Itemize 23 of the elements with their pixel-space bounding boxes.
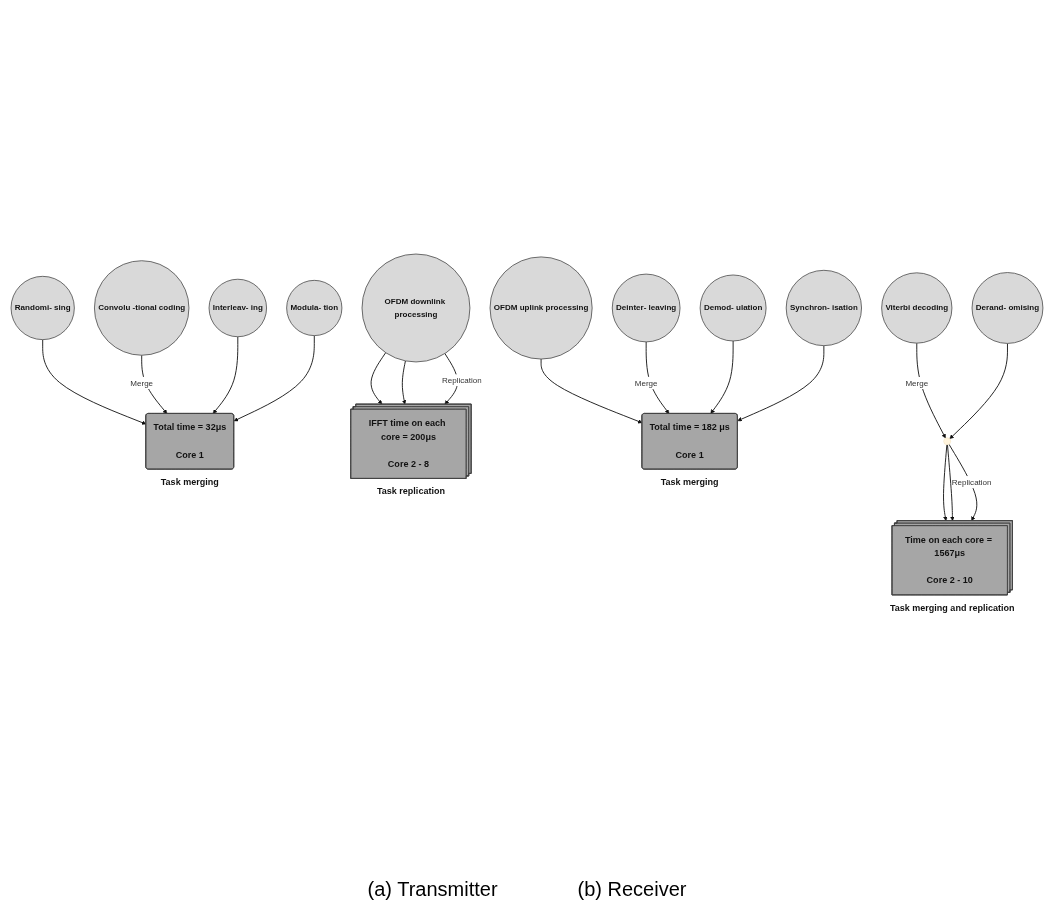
node-circle: Synchron- isation [785, 269, 862, 346]
node-circle: Interleav- ing [208, 278, 267, 337]
node-caption: Task merging [660, 476, 719, 487]
node-circle: Demod- ulation [699, 274, 767, 341]
node-caption: Task merging and replication [889, 602, 1015, 613]
edge-label: Merge [634, 378, 658, 387]
node-circle: Viterbi decoding [881, 271, 953, 343]
edge-label: Replication [441, 375, 482, 384]
edge-label: Merge [905, 378, 929, 387]
node-circle: OFDM downlink processing [361, 253, 471, 362]
node-circle: Modula- tion [286, 279, 343, 336]
edge-label: Merge [130, 378, 154, 387]
node-caption: Task replication [376, 486, 445, 496]
node-circle: Deinter- leaving [611, 273, 681, 342]
edge-label: Replication [951, 477, 992, 486]
figure-caption: (b) Receiver [577, 878, 687, 901]
node-point [943, 437, 951, 445]
node-circle: Randomi- sing [10, 275, 75, 340]
node-caption: Task merging [160, 476, 219, 487]
node-circle: Convolu -tional coding [94, 259, 190, 356]
node-circle: OFDM uplink processing [489, 256, 593, 359]
figure-caption: (a) Transmitter [367, 878, 498, 901]
node-circle: Derand- omising [971, 271, 1044, 344]
